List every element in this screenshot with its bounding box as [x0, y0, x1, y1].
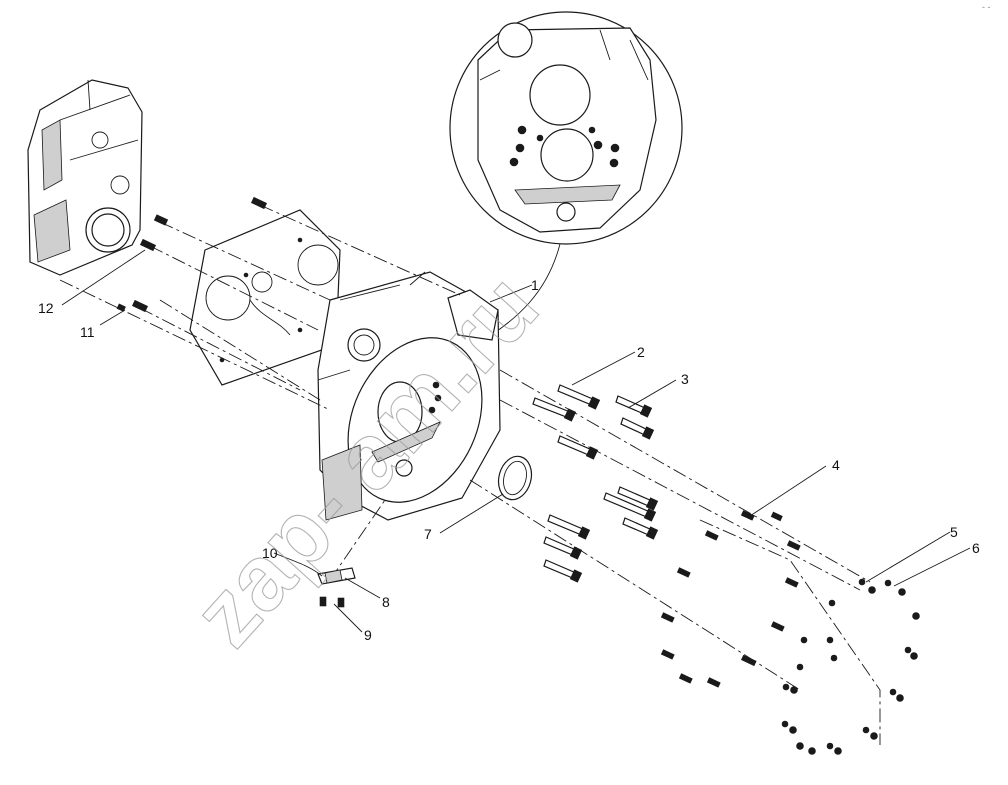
assembly-lines — [59, 204, 881, 745]
bolts-right — [532, 384, 659, 583]
callout-labels: 1 2 3 4 5 6 7 8 9 10 11 12 — [38, 277, 980, 643]
seal-ring — [497, 455, 533, 501]
callout-11: 11 — [80, 324, 95, 340]
flywheel-housing — [317, 271, 501, 521]
timing-cover — [27, 79, 143, 276]
callout-10: 10 — [262, 545, 278, 561]
corner-mark: - - — [982, 2, 991, 12]
callout-12: 12 — [38, 300, 54, 316]
sensor-and-screws — [317, 567, 356, 608]
gasket-plate — [189, 209, 341, 386]
callout-3: 3 — [681, 371, 689, 387]
callout-1: 1 — [531, 277, 539, 293]
callout-7: 7 — [424, 526, 432, 542]
callout-8: 8 — [382, 594, 390, 610]
callout-9: 9 — [364, 627, 372, 643]
callout-2: 2 — [637, 344, 645, 360]
callout-5: 5 — [950, 524, 958, 540]
detail-view-circle — [449, 11, 683, 349]
callout-leaders — [61, 249, 971, 633]
callout-6: 6 — [972, 540, 980, 556]
studs-nuts-washers — [660, 510, 920, 755]
callout-4: 4 — [832, 457, 840, 473]
bolts-left — [116, 196, 268, 313]
